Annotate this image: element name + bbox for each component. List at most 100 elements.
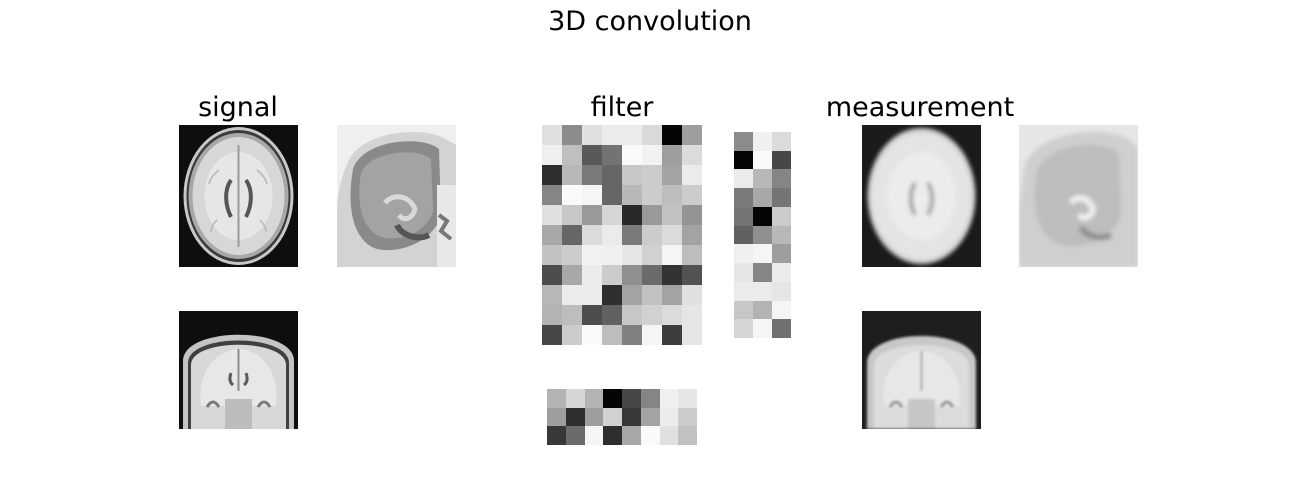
- filter-cell: [678, 389, 697, 408]
- filter-cell: [582, 245, 602, 265]
- signal-title: signal: [198, 92, 278, 123]
- filter-front-grid: [542, 125, 702, 345]
- filter-cell: [662, 165, 682, 185]
- filter-cell: [622, 225, 642, 245]
- filter-cell: [622, 407, 641, 427]
- filter-cell: [547, 407, 566, 427]
- filter-cell: [562, 305, 582, 325]
- filter-cell: [734, 132, 753, 151]
- filter-cell: [734, 244, 753, 264]
- measurement-coronal-slice: [862, 311, 981, 429]
- filter-cell: [772, 263, 791, 282]
- filter-cell: [734, 206, 753, 226]
- filter-cell: [582, 325, 602, 345]
- filter-cell: [582, 225, 602, 245]
- filter-cell: [582, 125, 602, 145]
- filter-cell: [662, 285, 682, 305]
- signal-coronal-slice: [179, 311, 298, 429]
- filter-cell: [682, 205, 702, 225]
- filter-cell: [542, 225, 562, 245]
- filter-cell: [682, 145, 702, 165]
- filter-cell: [622, 185, 642, 205]
- signal-axial-slice: [179, 125, 298, 267]
- filter-cell: [662, 225, 682, 245]
- filter-cell: [562, 205, 582, 225]
- filter-cell: [562, 165, 582, 185]
- filter-cell: [642, 185, 662, 205]
- filter-cell: [584, 407, 604, 427]
- filter-cell: [640, 426, 660, 445]
- filter-cell: [753, 281, 772, 301]
- filter-cell: [602, 225, 622, 245]
- filter-cell: [542, 325, 562, 345]
- filter-cell: [753, 132, 772, 151]
- filter-cell: [565, 426, 585, 445]
- filter-cell: [562, 245, 582, 265]
- filter-cell: [602, 265, 622, 285]
- signal-sagittal-slice: [337, 125, 456, 267]
- measurement-title: measurement: [825, 92, 1015, 123]
- filter-cell: [602, 145, 622, 165]
- filter-cell: [640, 407, 660, 427]
- filter-cell: [542, 205, 562, 225]
- filter-cell: [772, 244, 791, 264]
- filter-cell: [642, 285, 662, 305]
- filter-cell: [562, 125, 582, 145]
- filter-cell: [753, 206, 772, 226]
- filter-cell: [642, 205, 662, 225]
- filter-cell: [772, 281, 791, 301]
- filter-cell: [662, 185, 682, 205]
- filter-cell: [682, 245, 702, 265]
- figure-title: 3D convolution: [548, 6, 752, 37]
- filter-cell: [642, 165, 662, 185]
- filter-cell: [772, 169, 791, 189]
- filter-cell: [659, 389, 679, 408]
- filter-cell: [622, 205, 642, 225]
- filter-cell: [562, 285, 582, 305]
- filter-cell: [734, 225, 753, 245]
- filter-cell: [547, 426, 566, 445]
- filter-cell: [734, 169, 753, 189]
- filter-cell: [603, 426, 622, 445]
- filter-cell: [753, 188, 772, 207]
- filter-cell: [753, 225, 772, 245]
- filter-cell: [682, 265, 702, 285]
- measurement-axial-slice: [862, 125, 981, 267]
- filter-cell: [542, 145, 562, 165]
- filter-cell: [662, 145, 682, 165]
- filter-cell: [734, 281, 753, 301]
- filter-cell: [602, 285, 622, 305]
- filter-cell: [662, 125, 682, 145]
- filter-cell: [753, 319, 772, 338]
- filter-cell: [562, 265, 582, 285]
- filter-cell: [602, 305, 622, 325]
- filter-cell: [734, 300, 753, 320]
- filter-cell: [678, 426, 697, 445]
- filter-cell: [584, 426, 604, 445]
- filter-cell: [622, 265, 642, 285]
- filter-cell: [582, 145, 602, 165]
- filter-cell: [642, 145, 662, 165]
- filter-bottom-grid: [547, 389, 697, 445]
- filter-side-grid: [734, 132, 791, 338]
- filter-cell: [772, 206, 791, 226]
- filter-cell: [562, 145, 582, 165]
- filter-cell: [659, 407, 679, 427]
- filter-cell: [622, 125, 642, 145]
- filter-cell: [602, 325, 622, 345]
- filter-cell: [662, 205, 682, 225]
- measurement-sagittal-slice: [1019, 125, 1138, 267]
- filter-cell: [753, 263, 772, 282]
- filter-cell: [622, 165, 642, 185]
- filter-cell: [659, 426, 679, 445]
- filter-cell: [622, 426, 641, 445]
- filter-cell: [682, 225, 702, 245]
- filter-cell: [772, 188, 791, 207]
- filter-cell: [622, 285, 642, 305]
- filter-cell: [772, 300, 791, 320]
- filter-cell: [662, 305, 682, 325]
- filter-cell: [753, 169, 772, 189]
- filter-cell: [622, 325, 642, 345]
- filter-cell: [542, 245, 562, 265]
- filter-cell: [622, 389, 641, 408]
